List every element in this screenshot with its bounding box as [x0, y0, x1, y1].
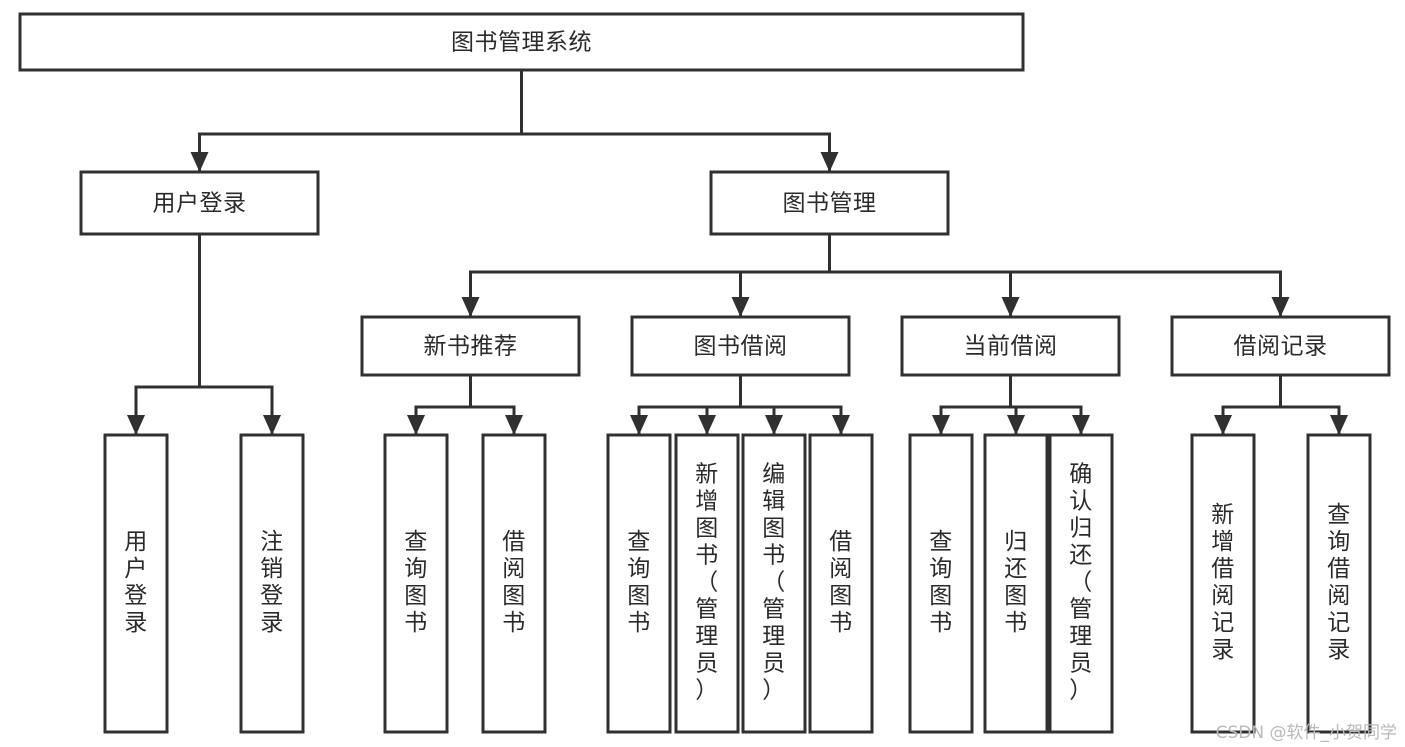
arrow-head-icon — [630, 415, 648, 435]
arrow-head-icon — [1007, 415, 1025, 435]
node-box[interactable] — [18, 12, 1025, 72]
node-label: 借阅记录 — [1234, 334, 1328, 360]
node-level2[interactable]: 用户登录 — [79, 170, 320, 236]
node-label: 查询图书 — [404, 529, 428, 636]
node-box[interactable] — [908, 433, 974, 734]
node-box[interactable] — [1306, 433, 1372, 734]
node-label: 查询借阅记录 — [1327, 502, 1351, 663]
watermark-label: CSDN @软件_小贺同学 — [1215, 723, 1397, 743]
arrow-head-icon — [731, 297, 750, 317]
arrow-head-icon — [698, 415, 716, 435]
node-leaf[interactable]: 借阅图书 — [481, 433, 547, 734]
node-leaf[interactable]: 注销登录 — [239, 433, 305, 734]
node-box[interactable] — [630, 315, 851, 377]
node-box[interactable] — [360, 315, 581, 377]
arrow-head-icon — [1330, 415, 1348, 435]
node-box[interactable] — [741, 433, 807, 734]
node-label: 新增图书（管理员） — [695, 462, 719, 704]
arrow-head-icon — [1072, 415, 1090, 435]
node-leaf[interactable]: 查询图书 — [908, 433, 974, 734]
node-leaf[interactable]: 查询借阅记录 — [1306, 433, 1372, 734]
node-leaf[interactable]: 归还图书 — [983, 433, 1049, 734]
arrow-head-icon — [505, 415, 523, 435]
arrow-head-icon — [1214, 415, 1232, 435]
node-label: 注销登录 — [260, 529, 284, 636]
node-label: 新书推荐 — [424, 334, 518, 360]
node-layer: 图书管理系统用户登录图书管理新书推荐图书借阅当前借阅借阅记录用户登录注销登录查询… — [18, 12, 1391, 734]
arrow-head-icon — [1271, 297, 1290, 317]
node-label: 确认归还（管理员） — [1069, 462, 1093, 704]
node-label: 借阅图书 — [829, 529, 853, 636]
node-label: 用户登录 — [153, 191, 247, 217]
node-root[interactable]: 图书管理系统 — [18, 12, 1025, 72]
node-box[interactable] — [983, 433, 1049, 734]
node-label: 图书借阅 — [694, 334, 788, 360]
node-box[interactable] — [239, 433, 305, 734]
node-box[interactable] — [606, 433, 672, 734]
node-level3[interactable]: 新书推荐 — [360, 315, 581, 377]
node-level3[interactable]: 借阅记录 — [1170, 315, 1391, 377]
node-box[interactable] — [1170, 315, 1391, 377]
node-box[interactable] — [1048, 433, 1114, 734]
arrow-head-icon — [190, 152, 209, 172]
node-level3[interactable]: 图书借阅 — [630, 315, 851, 377]
node-label: 用户登录 — [124, 529, 148, 636]
node-leaf[interactable]: 编辑图书（管理员） — [741, 433, 807, 734]
node-box[interactable] — [481, 433, 547, 734]
node-label: 借阅图书 — [502, 529, 526, 636]
node-label: 当前借阅 — [964, 334, 1058, 360]
node-label: 查询图书 — [929, 529, 953, 636]
node-box[interactable] — [383, 433, 449, 734]
node-leaf[interactable]: 新增借阅记录 — [1190, 433, 1256, 734]
node-label: 归还图书 — [1004, 529, 1028, 636]
node-label: 图书管理 — [783, 191, 877, 217]
node-label: 查询图书 — [627, 529, 651, 636]
node-leaf[interactable]: 查询图书 — [383, 433, 449, 734]
arrow-head-icon — [1001, 297, 1020, 317]
node-box[interactable] — [674, 433, 740, 734]
arrow-head-icon — [932, 415, 950, 435]
node-box[interactable] — [1190, 433, 1256, 734]
node-box[interactable] — [808, 433, 874, 734]
node-label: 新增借阅记录 — [1211, 502, 1235, 663]
arrow-head-icon — [832, 415, 850, 435]
arrow-head-icon — [407, 415, 425, 435]
arrow-head-icon — [263, 415, 281, 435]
arrow-head-icon — [127, 415, 145, 435]
arrow-head-icon — [820, 152, 839, 172]
node-level3[interactable]: 当前借阅 — [900, 315, 1121, 377]
node-leaf[interactable]: 确认归还（管理员） — [1048, 433, 1114, 734]
node-leaf[interactable]: 用户登录 — [103, 433, 169, 734]
arrow-head-icon — [461, 297, 480, 317]
node-box[interactable] — [709, 170, 950, 236]
node-label: 图书管理系统 — [451, 30, 592, 56]
node-leaf[interactable]: 查询图书 — [606, 433, 672, 734]
node-box[interactable] — [103, 433, 169, 734]
connector-layer — [127, 68, 1348, 437]
node-leaf[interactable]: 借阅图书 — [808, 433, 874, 734]
node-leaf[interactable]: 新增图书（管理员） — [674, 433, 740, 734]
arrow-head-icon — [765, 415, 783, 435]
node-box[interactable] — [900, 315, 1121, 377]
node-level2[interactable]: 图书管理 — [709, 170, 950, 236]
node-box[interactable] — [79, 170, 320, 236]
node-label: 编辑图书（管理员） — [762, 462, 786, 704]
